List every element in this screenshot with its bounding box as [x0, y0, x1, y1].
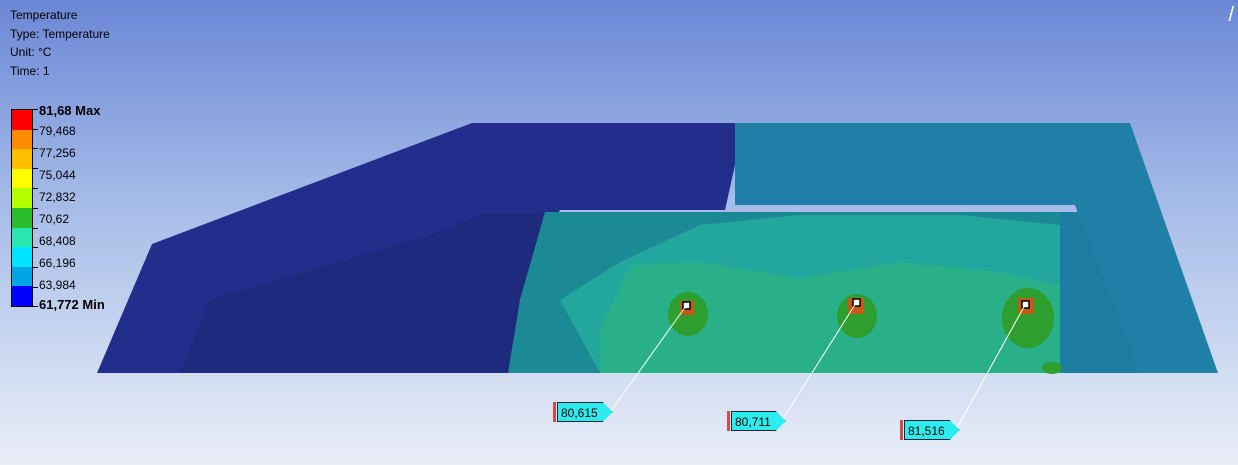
result-info: Temperature Type: Temperature Unit: °C T…	[10, 6, 110, 80]
cavity-warm-region	[600, 262, 1060, 373]
legend-value-label: 68,408	[39, 234, 76, 248]
legend-tick	[33, 109, 38, 110]
legend-value-label: 66,196	[39, 256, 76, 270]
legend-color-bar	[11, 109, 33, 307]
hotspot-green	[837, 294, 877, 338]
probe-leader-line	[956, 304, 1026, 429]
probe-marker[interactable]	[1021, 300, 1030, 309]
hotspot-green	[1002, 288, 1054, 348]
probe-flag-icon	[727, 411, 730, 431]
legend-value-label: 72,832	[39, 190, 76, 204]
legend-value-label: 77,256	[39, 146, 76, 160]
legend-tick	[33, 168, 38, 169]
legend-max-label: 81,68 Max	[39, 103, 101, 118]
legend-value-label: 79,468	[39, 124, 76, 138]
legend-value-label: 75,044	[39, 168, 76, 182]
legend-band-10	[12, 286, 32, 306]
legend-tick	[33, 208, 38, 209]
probe-flag-icon	[553, 402, 556, 422]
result-unit: Unit: °C	[10, 45, 52, 59]
probe-value: 80,615	[557, 402, 613, 422]
corner-glyph: /	[1228, 4, 1234, 26]
result-title: Temperature	[10, 8, 78, 22]
legend-tick	[33, 306, 38, 307]
legend-tick	[33, 129, 38, 130]
probe-value: 81,516	[904, 420, 960, 440]
legend-band-4	[12, 168, 32, 189]
legend-band-1	[12, 110, 32, 130]
legend-tick	[33, 247, 38, 248]
legend-band-5	[12, 188, 32, 208]
legend-tick	[33, 267, 38, 268]
legend-band-8	[12, 247, 32, 267]
legend-tick	[33, 287, 38, 288]
legend-band-9	[12, 266, 32, 287]
legend-value-label: 70,62	[39, 212, 70, 226]
color-legend[interactable]: 81,68 Max 79,468 77,256 75,044 72,832 70…	[11, 104, 131, 314]
enclosure-right-top	[735, 123, 1218, 373]
legend-tick	[33, 228, 38, 229]
legend-tick	[33, 148, 38, 149]
legend-min-label: 61,772 Min	[39, 297, 105, 312]
probe-marker[interactable]	[682, 301, 691, 310]
legend-band-3	[12, 149, 32, 169]
legend-value-label: 63,984	[39, 278, 76, 292]
enclosure-left-wall-inner	[180, 214, 545, 373]
probe-leader-line	[782, 302, 857, 420]
legend-band-2	[12, 129, 32, 150]
legend-band-6	[12, 207, 32, 228]
probe-flag-icon	[900, 420, 903, 440]
result-type: Type: Temperature	[10, 26, 110, 41]
probe-marker[interactable]	[852, 298, 861, 307]
cavity-right-wall	[1060, 212, 1140, 373]
legend-tick	[33, 188, 38, 189]
legend-band-7	[12, 227, 32, 248]
result-time: Time: 1	[10, 63, 50, 78]
hotspot-green	[1042, 362, 1062, 374]
probe-value: 80,711	[731, 411, 786, 431]
probe-leader-line	[610, 305, 687, 412]
